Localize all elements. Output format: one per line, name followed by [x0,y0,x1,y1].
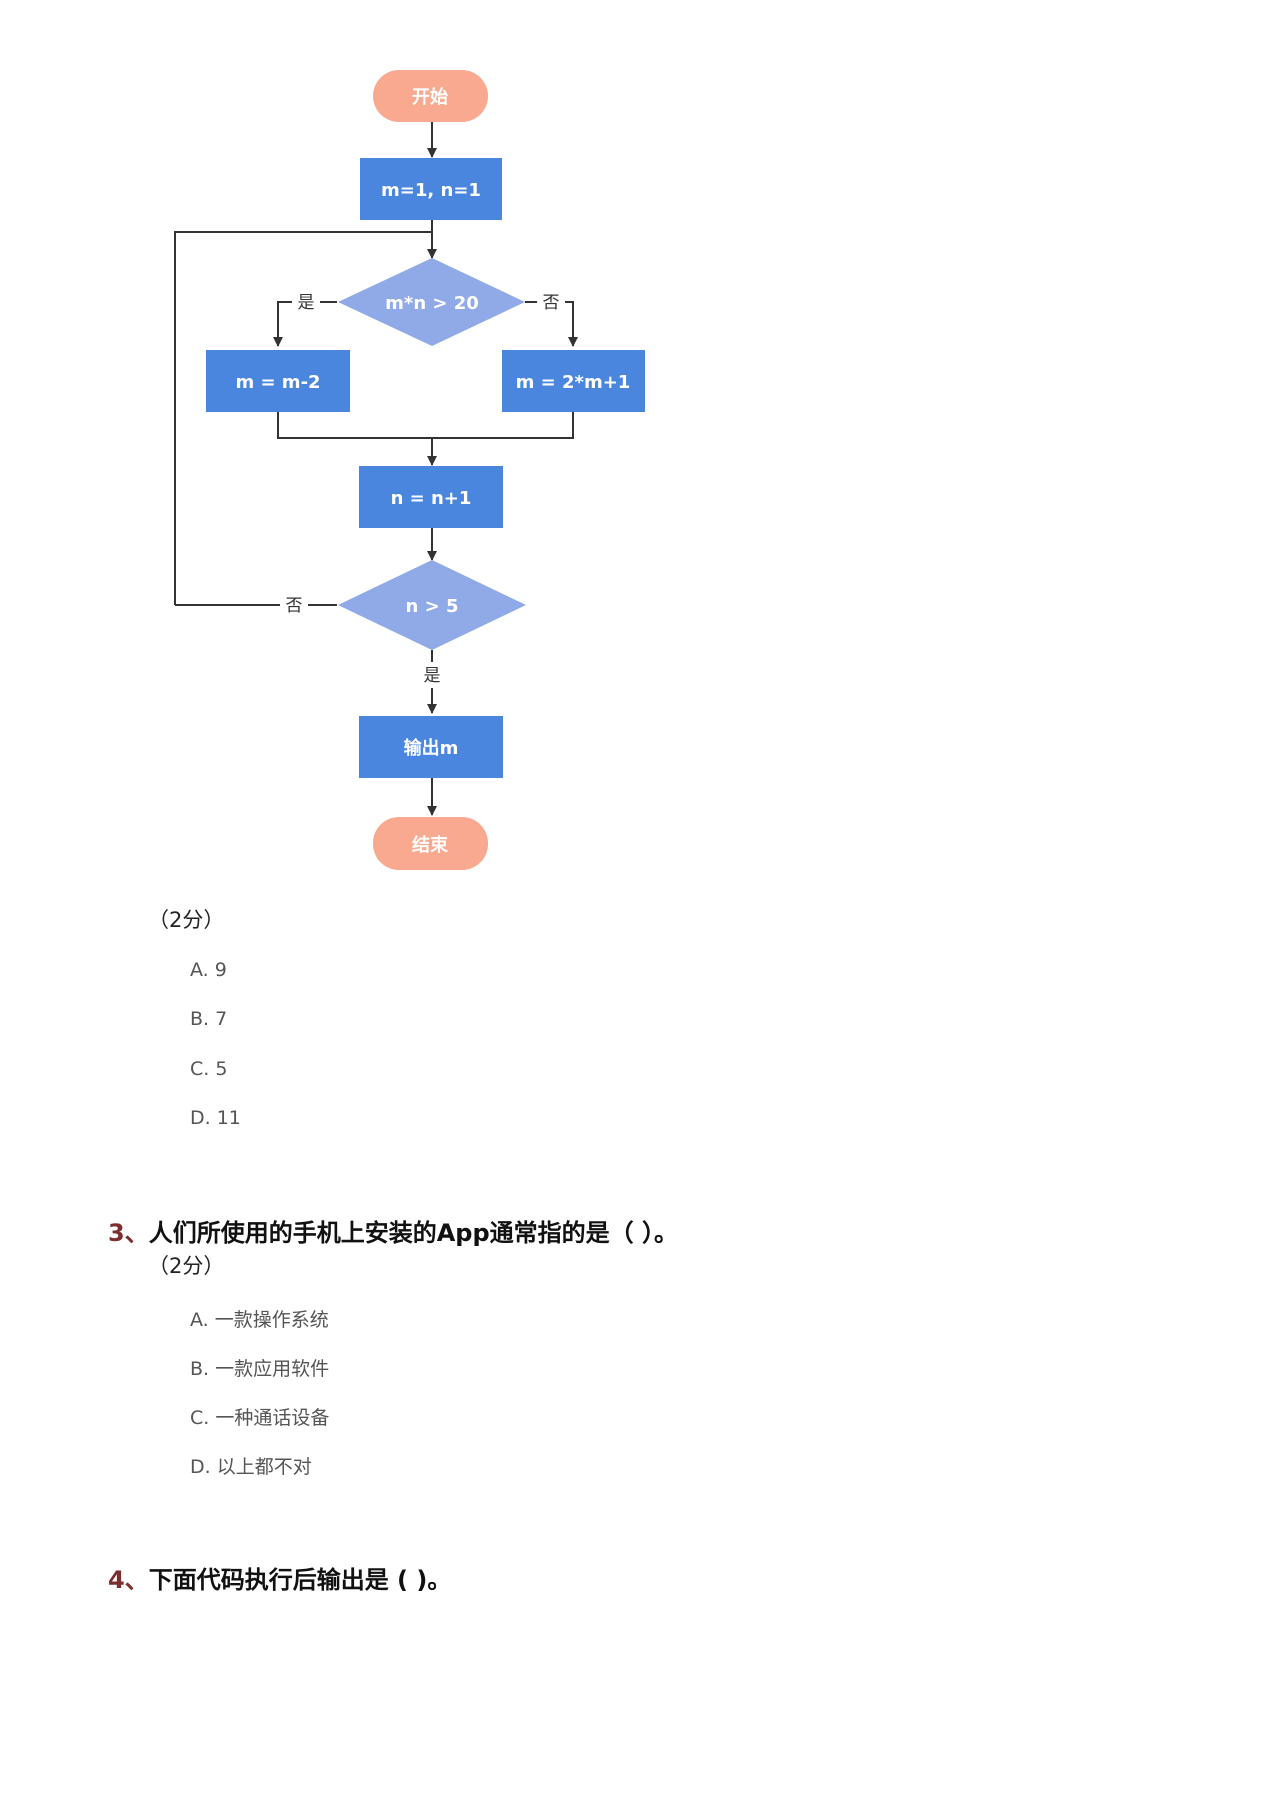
end-node [373,817,488,870]
output-node [359,716,503,778]
end-node-label: 结束 [412,834,449,856]
cond1-no-label: 否 [543,293,560,313]
q3-text: 人们所使用的手机上安装的App通常指的是（ ）。 [148,1219,678,1247]
output-node-label: 输出m [404,737,459,759]
q3-option-b[interactable]: B. 一款应用软件 [190,1358,330,1380]
branch-no-node [502,350,645,412]
init-node [360,158,502,220]
q3-title: 3、人们所使用的手机上安装的App通常指的是（ ）。 [108,1213,678,1248]
branch-no-node-label: m = 2*m+1 [516,372,631,393]
condition2-node-label: n > 5 [406,596,459,617]
q3-option-a[interactable]: A. 一款操作系统 [190,1309,329,1331]
cond1-yes-label: 是 [298,293,315,313]
q4-title: 4、下面代码执行后输出是 ( )。 [108,1560,451,1595]
q2-score: （2分） [148,908,225,932]
flow-connectors [174,122,578,816]
q3-score: （2分） [148,1254,225,1278]
flowchart: 是 否 否 是 开始 m=1, n=1 m*n > 20 m = m-2 m =… [174,70,645,870]
q2-option-b[interactable]: B. 7 [190,1008,228,1030]
q2-option-a[interactable]: A. 9 [190,959,227,981]
condition1-node-label: m*n > 20 [385,293,479,314]
q2-option-c[interactable]: C. 5 [190,1058,228,1080]
q4-number: 4、 [108,1566,149,1594]
q3-number: 3、 [108,1219,149,1247]
init-node-label: m=1, n=1 [381,180,481,201]
increment-node [359,466,503,528]
cond2-no-label: 否 [286,596,303,616]
q4-text: 下面代码执行后输出是 ( )。 [148,1566,452,1594]
condition2-node [338,560,526,650]
q2-option-d[interactable]: D. 11 [190,1107,241,1129]
q3-option-c[interactable]: C. 一种通话设备 [190,1407,330,1429]
branch-yes-node-label: m = m-2 [235,372,320,393]
branch-yes-node [206,350,350,412]
q3-option-d[interactable]: D. 以上都不对 [190,1456,312,1478]
condition1-node [338,258,525,346]
cond2-yes-label: 是 [424,666,441,686]
increment-node-label: n = n+1 [391,488,472,509]
start-node [373,70,488,122]
flow-label-texts: 是 否 否 是 [286,293,560,686]
start-node-label: 开始 [412,86,448,108]
